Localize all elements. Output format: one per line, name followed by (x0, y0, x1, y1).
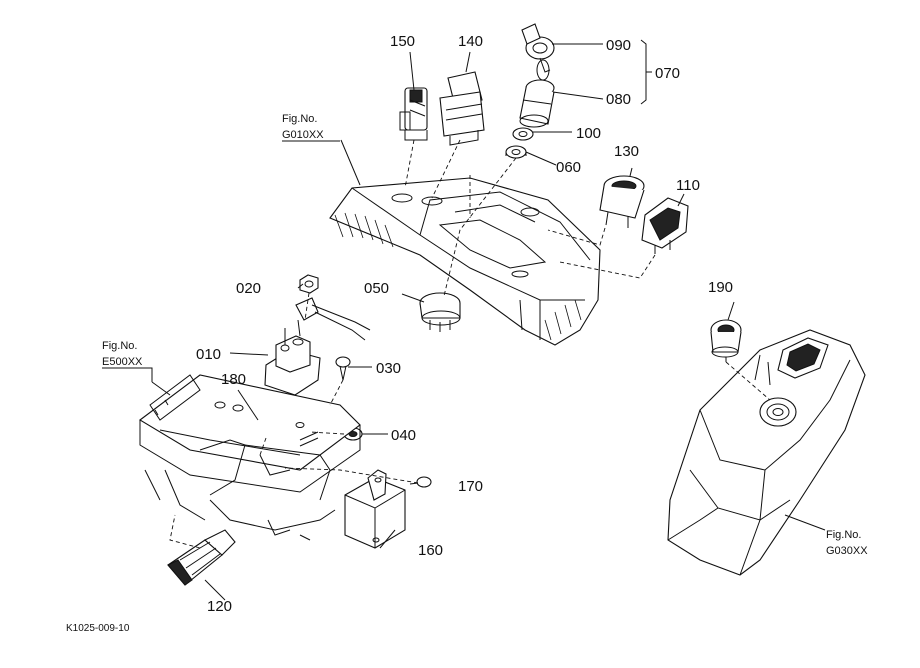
label-180: 180 (221, 371, 246, 388)
label-050: 050 (364, 280, 389, 297)
part-130-lamp (599, 175, 645, 228)
part-090-key (521, 23, 555, 81)
label-020: 020 (236, 280, 261, 297)
fig-ref-g010-line1: Fig.No. (282, 113, 317, 125)
drawing-id: K1025-009-10 (66, 623, 130, 634)
part-110-rocker (641, 197, 689, 254)
label-060: 060 (556, 159, 581, 176)
figure-ref-e500: Fig.No. E500XX (102, 340, 153, 382)
fig-ref-g030-line2: G030XX (826, 545, 868, 557)
part-labels: 150 140 090 070 080 100 060 130 110 020 … (196, 33, 733, 615)
label-130: 130 (614, 143, 639, 160)
part-010-relay (264, 297, 371, 396)
part-140-knob (439, 71, 485, 146)
dashed-guides (169, 139, 771, 549)
dashboard-panel (329, 177, 601, 346)
part-030-bolt (335, 356, 351, 381)
fig-ref-g030-line1: Fig.No. (826, 529, 861, 541)
label-140: 140 (458, 33, 483, 50)
label-190: 190 (708, 279, 733, 296)
part-170-screw (409, 476, 432, 488)
part-100-washer (512, 127, 534, 141)
label-120: 120 (207, 598, 232, 615)
fig-ref-e500-line2: E500XX (102, 356, 143, 368)
fig-ref-e500-line1: Fig.No. (102, 340, 137, 352)
label-040: 040 (391, 427, 416, 444)
label-070: 070 (655, 65, 680, 82)
fig-ref-g010-line2: G010XX (282, 129, 324, 141)
part-020-nut (299, 274, 319, 294)
figure-ref-g010: Fig.No. G010XX (282, 113, 340, 142)
part-150-switch (399, 87, 428, 141)
label-080: 080 (606, 91, 631, 108)
part-120-connector (167, 529, 236, 586)
part-080-cylinder (519, 79, 555, 128)
label-030: 030 (376, 360, 401, 377)
frame-bracket (139, 374, 361, 541)
leader-lines (151, 39, 826, 601)
fender-console (667, 329, 866, 576)
label-090: 090 (606, 37, 631, 54)
part-050-ignition-switch (419, 292, 461, 332)
label-010: 010 (196, 346, 221, 363)
part-060-nut (505, 145, 527, 159)
figure-ref-g030: Fig.No. G030XX (826, 529, 868, 557)
label-100: 100 (576, 125, 601, 142)
label-110: 110 (676, 177, 700, 194)
label-150: 150 (390, 33, 415, 50)
label-160: 160 (418, 542, 443, 559)
part-190-socket (710, 319, 742, 362)
label-170: 170 (458, 478, 483, 495)
part-160-controller (344, 469, 406, 549)
